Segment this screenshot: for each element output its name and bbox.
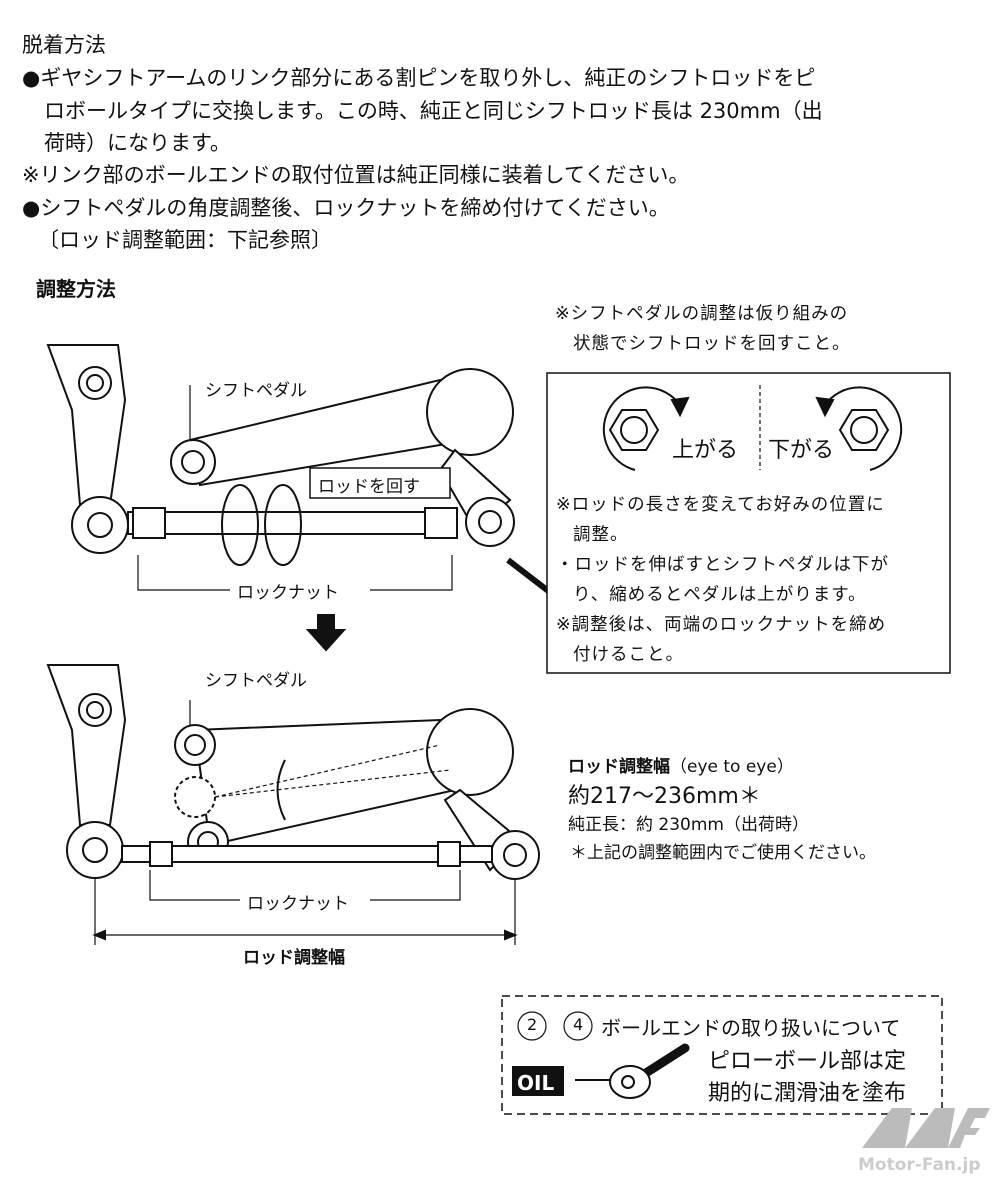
adjust-note: 状態でシフトロッドを回すこと。 bbox=[573, 334, 851, 354]
removal-line: ●ギヤシフトアームのリンク部分にある割ピンを取り外し、純正のシフトロッドをピ bbox=[22, 66, 816, 90]
down-arrow-icon bbox=[305, 614, 347, 652]
range-value: 約217〜236mm＊ bbox=[568, 784, 761, 809]
removal-line: 〔ロッド調整範囲：下記参照〕 bbox=[38, 228, 332, 252]
ref-number-4: 4 bbox=[573, 1015, 584, 1034]
locknut-label: ロックナット bbox=[237, 583, 339, 603]
bottom-shift-pedal bbox=[174, 708, 540, 880]
ball-end-box bbox=[501, 995, 943, 1115]
range-title: ロッド調整幅（eye to eye） bbox=[568, 752, 794, 777]
bottom-rod bbox=[121, 841, 493, 867]
rod-range-label: ロッド調整幅 bbox=[243, 948, 345, 968]
ball-end-title: ボールエンドの取り扱いについて bbox=[601, 1016, 901, 1040]
shift-pedal-label: シフトペダル bbox=[205, 381, 307, 401]
ball-end-line: 期的に潤滑油を塗布 bbox=[708, 1081, 907, 1106]
adjust-note: ※シフトペダルの調整は仮り組みの bbox=[555, 304, 849, 324]
adjust-heading: 調整方法 bbox=[36, 277, 116, 301]
top-shift-pedal bbox=[170, 368, 515, 547]
locknut-label: ロックナット bbox=[247, 894, 349, 914]
oil-icon bbox=[512, 1066, 564, 1096]
watermark-text: Motor-Fan.jp bbox=[858, 1155, 981, 1175]
removal-line: 荷時）になります。 bbox=[44, 131, 231, 155]
nut-clockwise-icon bbox=[602, 386, 690, 471]
watermark-logo bbox=[862, 1108, 990, 1148]
shift-pedal-label: シフトペダル bbox=[205, 671, 307, 691]
top-shift-arm bbox=[46, 344, 129, 554]
box-line: り、縮めるとペダルは上がります。 bbox=[573, 585, 867, 605]
box-line: ・ロッドを伸ばすとシフトペダルは下が bbox=[556, 555, 889, 575]
up-label: 上がる bbox=[672, 438, 739, 463]
range-note: ＊上記の調整範囲内でご使用ください。 bbox=[570, 843, 876, 863]
rotation-arrows-icon bbox=[221, 484, 302, 566]
removal-heading: 脱着方法 bbox=[22, 33, 106, 57]
nut-counterclockwise-icon bbox=[815, 386, 903, 471]
range-title-suffix: （eye to eye） bbox=[670, 757, 794, 777]
box-line: ※調整後は、両端のロックナットを締め bbox=[556, 615, 887, 635]
rotate-rod-callout bbox=[309, 467, 451, 499]
range-title-text: ロッド調整幅 bbox=[568, 757, 670, 777]
box-line: ※ロッドの長さを変えてお好みの位置に bbox=[556, 495, 885, 515]
top-rod bbox=[127, 507, 458, 539]
rotate-rod-label: ロッドを回す bbox=[318, 477, 420, 497]
ball-end-line: ピローボール部は定 bbox=[708, 1049, 907, 1074]
removal-line: ※リンク部のボールエンドの取付位置は純正同様に装着してください。 bbox=[22, 163, 690, 187]
bottom-shift-arm bbox=[46, 664, 127, 879]
range-stock: 純正長：約 230mm（出荷時） bbox=[568, 815, 809, 835]
oil-label: OIL bbox=[517, 1071, 554, 1095]
down-label: 下がる bbox=[768, 438, 835, 463]
box-line: 付けること。 bbox=[573, 645, 684, 665]
ref-number-2: 2 bbox=[527, 1015, 538, 1034]
ball-end-icon bbox=[575, 1043, 690, 1099]
removal-line: ●シフトペダルの角度調整後、ロックナットを締め付けてください。 bbox=[22, 196, 670, 220]
box-line: 調整。 bbox=[573, 525, 629, 545]
removal-line: ロボールタイプに交換します。この時、純正と同じシフトロッド長は 230mm（出 bbox=[44, 99, 823, 123]
